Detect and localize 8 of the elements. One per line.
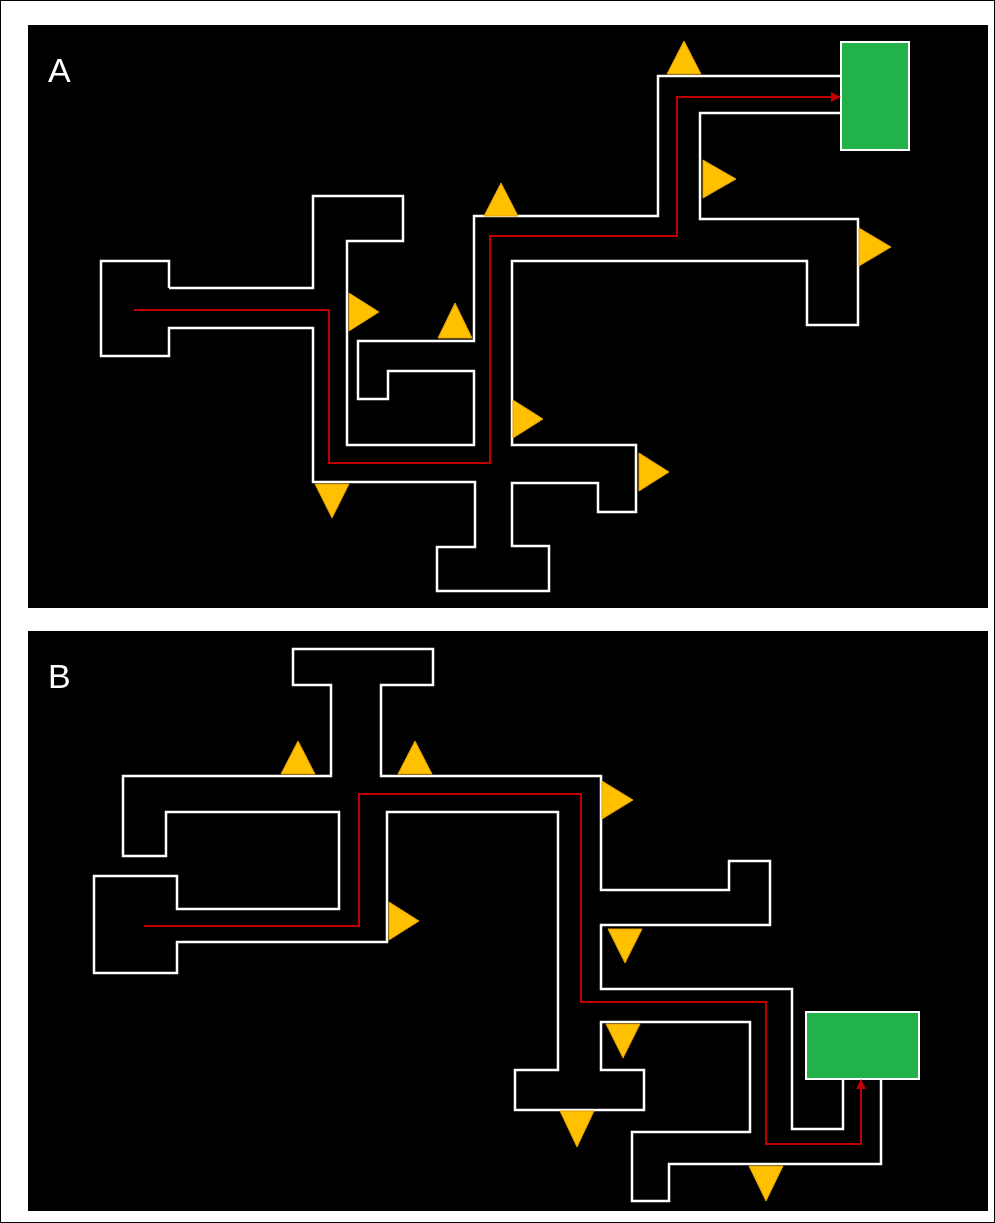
path-arrow: [133, 92, 841, 464]
panel-letter: A: [48, 53, 71, 87]
path-arrow: [143, 793, 866, 1145]
goal-box: [840, 41, 910, 151]
maze-panel: [28, 631, 988, 1211]
goal-box: [805, 1011, 920, 1080]
panel-letter: B: [48, 659, 71, 693]
maze-panel: [28, 25, 988, 608]
